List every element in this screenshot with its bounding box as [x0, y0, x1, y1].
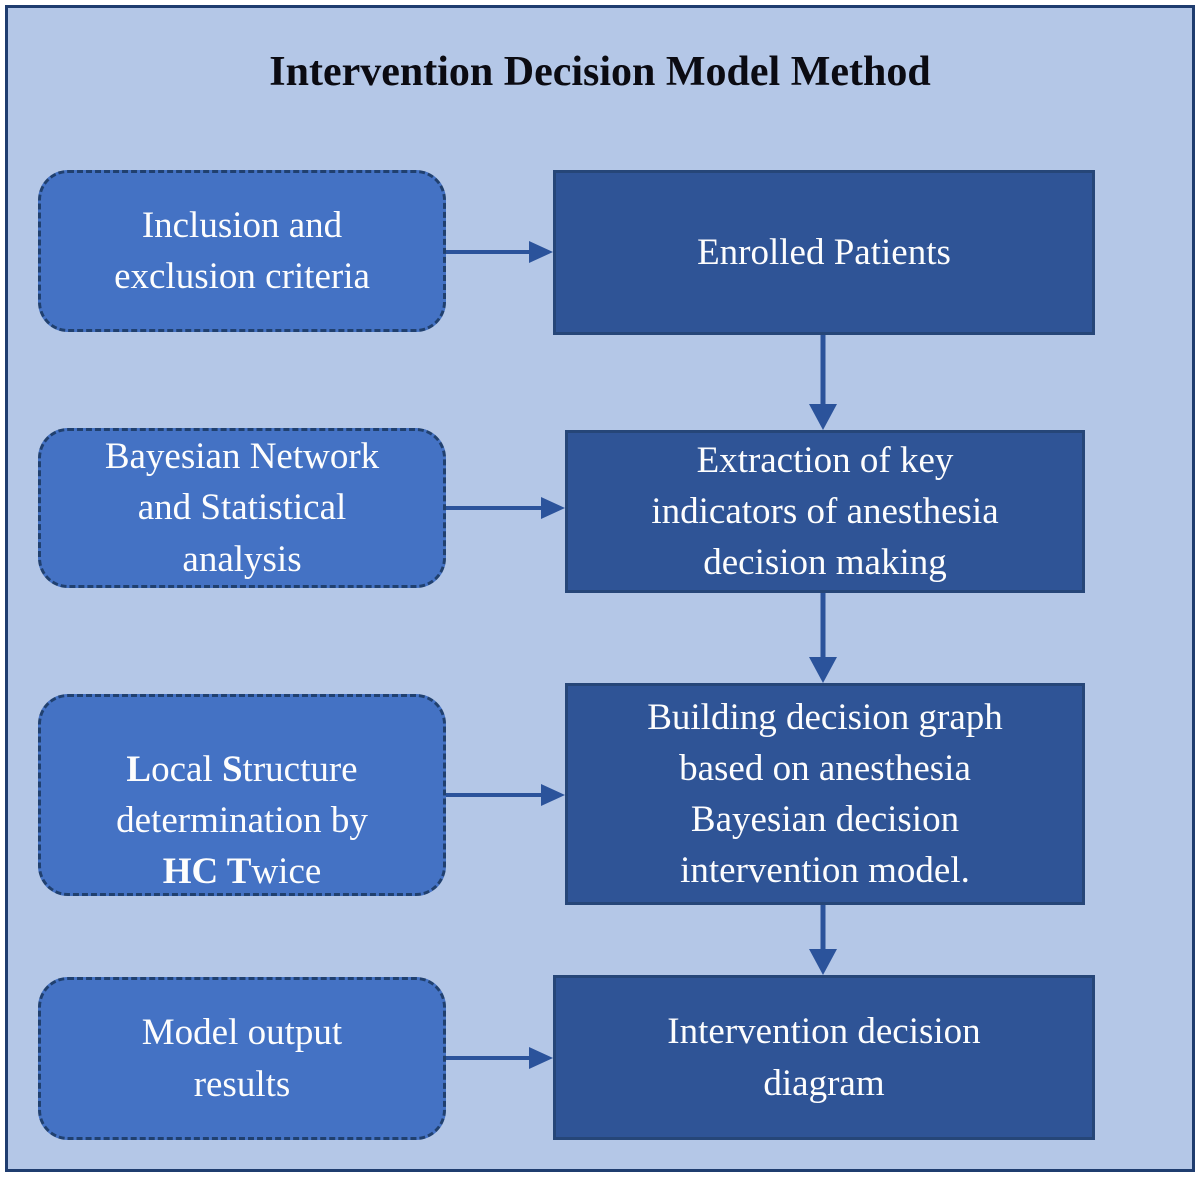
right-box-building-decision-graph-label: Building decision graph based on anesthe… — [647, 696, 1003, 892]
left-box-model-output: Model output results — [38, 977, 446, 1140]
diagram-title: Intervention Decision Model Method — [269, 49, 931, 95]
right-box-building-decision-graph: Building decision graph based on anesthe… — [565, 683, 1085, 905]
arrow-enrolled-to-extraction — [809, 335, 837, 430]
left-box-local-structure-label: Local Structure determination by HC Twic… — [116, 693, 368, 897]
right-box-enrolled-patients: Enrolled Patients — [553, 170, 1095, 335]
arrow-localstructure-to-buildinggraph — [446, 784, 565, 806]
right-box-intervention-decision-diagram-label: Intervention decision diagram — [667, 1011, 981, 1104]
local-structure-line3: HC Twice — [162, 851, 322, 893]
local-structure-line2: determination by — [116, 800, 368, 841]
arrow-bayesian-to-extraction — [446, 497, 565, 519]
right-box-extraction-key-indicators: Extraction of key indicators of anesthes… — [565, 430, 1085, 593]
local-structure-line1: Local Structure — [126, 748, 358, 790]
arrow-modeloutput-to-diagram — [446, 1047, 553, 1069]
right-box-extraction-key-indicators-label: Extraction of key indicators of anesthes… — [651, 439, 999, 584]
right-box-intervention-decision-diagram: Intervention decision diagram — [553, 975, 1095, 1140]
right-box-enrolled-patients-label: Enrolled Patients — [697, 231, 951, 273]
left-box-bayesian-network: Bayesian Network and Statistical analysi… — [38, 428, 446, 588]
arrow-inclusion-to-enrolled — [446, 241, 553, 263]
left-box-model-output-label: Model output results — [141, 1012, 343, 1105]
arrow-extraction-to-buildinggraph — [809, 593, 837, 683]
left-box-bayesian-network-label: Bayesian Network and Statistical analysi… — [104, 436, 380, 580]
left-box-inclusion-exclusion-label: Inclusion and exclusion criteria — [114, 204, 370, 297]
left-box-inclusion-exclusion: Inclusion and exclusion criteria — [38, 170, 446, 332]
left-box-local-structure: Local Structure determination by HC Twic… — [38, 694, 446, 896]
diagram-frame: Intervention Decision Model Method Inclu… — [5, 5, 1195, 1172]
arrow-buildinggraph-to-diagram — [809, 905, 837, 975]
